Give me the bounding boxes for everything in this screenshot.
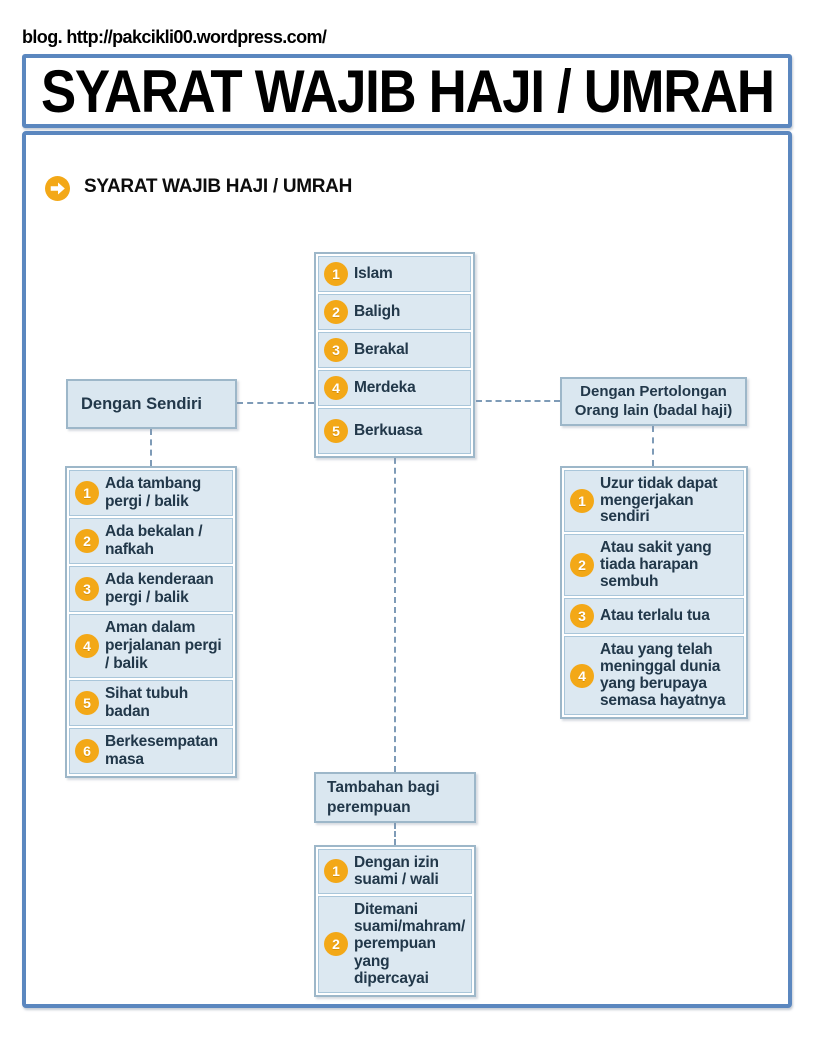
list-item: 5 Sihat tubuh badan xyxy=(69,679,233,726)
item-text: Atau sakit yang tiada harapan sembuh xyxy=(600,539,712,590)
section-heading: SYARAT WAJIB HAJI / UMRAH xyxy=(84,176,353,197)
list-item: 1 Dengan izin suami / wali xyxy=(318,849,472,894)
number-badge: 1 xyxy=(570,489,594,514)
item-text: Atau terlalu tua xyxy=(600,607,710,625)
main-title: SYARAT WAJIB HAJI / UMRAH xyxy=(40,57,775,125)
connector-left-vertical xyxy=(150,429,152,466)
list-item: 2 Atau sakit yang tiada harapan sembuh xyxy=(564,534,744,597)
number-badge: 1 xyxy=(324,859,348,884)
number-badge: 3 xyxy=(75,576,99,601)
number-badge: 2 xyxy=(324,300,348,324)
item-text: Ditemani suami/mahram/ perempuan yang di… xyxy=(354,900,466,988)
number-badge: 6 xyxy=(75,738,99,763)
list-item: 2 Baligh xyxy=(318,294,471,330)
connector-right-vertical xyxy=(652,426,654,466)
left-branch-box: Dengan Sendiri xyxy=(66,379,237,429)
number-badge: 2 xyxy=(75,528,99,553)
connector-right-horizontal xyxy=(476,400,560,402)
right-branch-list: 1 Uzur tidak dapat mengerjakan sendiri 2… xyxy=(560,466,748,720)
number-badge: 4 xyxy=(570,663,594,688)
item-text: Ada kenderaan pergi / balik xyxy=(105,570,214,606)
number-badge: 4 xyxy=(75,633,99,658)
list-item: 4 Merdeka xyxy=(318,370,471,406)
list-item: 1 Uzur tidak dapat mengerjakan sendiri xyxy=(564,470,744,533)
list-item: 3 Ada kenderaan pergi / balik xyxy=(69,565,233,612)
right-branch-box: Dengan Pertolongan Orang lain (badal haj… xyxy=(560,377,747,426)
bottom-branch-list: 1 Dengan izin suami / wali 2 Ditemani su… xyxy=(314,845,476,997)
number-badge: 3 xyxy=(570,604,594,629)
list-item: 5 Berkuasa xyxy=(318,408,471,454)
number-badge: 2 xyxy=(570,553,594,578)
connector-left-horizontal xyxy=(237,402,314,404)
number-badge: 5 xyxy=(324,419,348,443)
list-item: 6 Berkesempatan masa xyxy=(69,727,233,774)
number-badge: 1 xyxy=(324,262,348,286)
connector-bottom-vertical xyxy=(394,823,396,845)
item-text: Berakal xyxy=(354,341,409,359)
main-title-box: SYARAT WAJIB HAJI / UMRAH xyxy=(22,54,792,128)
list-item: 2 Ada bekalan / nafkah xyxy=(69,517,233,564)
list-item: 1 Ada tambang pergi / balik xyxy=(69,470,233,516)
item-text: Ada tambang pergi / balik xyxy=(105,475,201,510)
left-branch-list: 1 Ada tambang pergi / balik 2 Ada bekala… xyxy=(65,466,237,778)
item-text: Islam xyxy=(354,265,393,283)
list-item: 1 Islam xyxy=(318,256,471,292)
item-text: Uzur tidak dapat mengerjakan sendiri xyxy=(600,475,718,526)
connector-center-vertical xyxy=(394,428,396,772)
item-text: Ada bekalan / nafkah xyxy=(105,522,203,558)
core-conditions-list: 1 Islam 2 Baligh 3 Berakal 4 Merdeka 5 B… xyxy=(314,252,475,458)
item-text: Merdeka xyxy=(354,379,416,397)
arrow-right-circle-icon xyxy=(45,176,70,201)
item-text: Atau yang telah meninggal dunia yang ber… xyxy=(600,641,726,709)
item-text: Dengan izin suami / wali xyxy=(354,854,439,889)
list-item: 4 Atau yang telah meninggal dunia yang b… xyxy=(564,636,744,716)
bottom-branch-box: Tambahan bagi perempuan xyxy=(314,772,476,823)
number-badge: 1 xyxy=(75,480,99,505)
item-text: Aman dalam perjalanan pergi / balik xyxy=(105,618,222,672)
item-text: Berkuasa xyxy=(354,422,423,440)
list-item: 4 Aman dalam perjalanan pergi / balik xyxy=(69,613,233,678)
list-item: 3 Berakal xyxy=(318,332,471,368)
number-badge: 3 xyxy=(324,338,348,362)
number-badge: 4 xyxy=(324,376,348,400)
list-item: 3 Atau terlalu tua xyxy=(564,598,744,635)
number-badge: 5 xyxy=(75,690,99,715)
item-text: Sihat tubuh badan xyxy=(105,684,189,720)
item-text: Baligh xyxy=(354,303,401,321)
list-item: 2 Ditemani suami/mahram/ perempuan yang … xyxy=(318,895,472,993)
item-text: Berkesempatan masa xyxy=(105,732,218,768)
number-badge: 2 xyxy=(324,932,348,957)
blog-url-text: blog. http://pakcikli00.wordpress.com/ xyxy=(22,27,327,47)
